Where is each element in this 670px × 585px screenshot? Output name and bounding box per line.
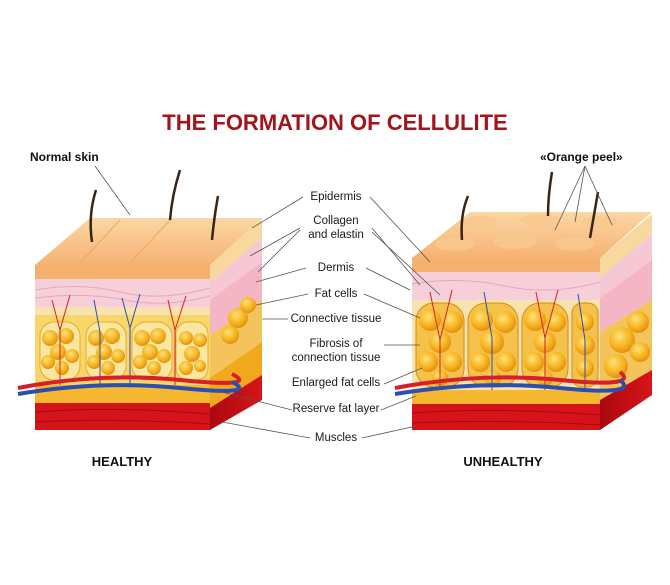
label-muscles: Muscles xyxy=(315,432,357,444)
healthy-artery xyxy=(17,372,242,390)
hair-icon xyxy=(460,195,470,241)
page-title: THE FORMATION OF CELLULITE xyxy=(162,110,507,135)
label-connective-tissue: Connective tissue xyxy=(291,313,382,325)
unhealthy-capillaries xyxy=(429,289,586,390)
hair-icon xyxy=(89,189,98,243)
label-fibrosis: Fibrosis of xyxy=(309,338,363,350)
normal-skin-caption: Normal skin xyxy=(30,150,99,164)
healthy-vein xyxy=(17,380,242,396)
healthy-label: HEALTHY xyxy=(92,454,153,469)
label-fat-cells: Fat cells xyxy=(315,288,358,300)
hair-icon xyxy=(588,191,600,239)
hair-icon xyxy=(546,171,554,217)
label-collagen: Collagen xyxy=(313,215,358,227)
leader-lines xyxy=(221,196,441,439)
healthy-capillaries xyxy=(51,293,187,385)
label-elastin: and elastin xyxy=(308,229,364,241)
unhealthy-skin-block xyxy=(394,171,652,430)
label-dermis: Dermis xyxy=(318,262,355,274)
center-labels: Epidermis Collagen and elastin Dermis Fa… xyxy=(291,191,382,444)
label-connection-tissue: connection tissue xyxy=(292,352,381,364)
label-epidermis: Epidermis xyxy=(310,191,361,203)
hair-icon xyxy=(210,195,220,241)
unhealthy-label: UNHEALTHY xyxy=(463,454,543,469)
label-reserve-fat: Reserve fat layer xyxy=(293,403,380,415)
healthy-fat-lobules xyxy=(39,321,209,381)
orange-peel-caption: «Orange peel» xyxy=(540,150,623,164)
label-enlarged-fat: Enlarged fat cells xyxy=(292,377,380,389)
hair-icon xyxy=(168,169,182,221)
unhealthy-vein xyxy=(394,378,626,396)
enlarged-fat-lobules xyxy=(415,302,599,388)
healthy-skin-block xyxy=(17,169,262,430)
